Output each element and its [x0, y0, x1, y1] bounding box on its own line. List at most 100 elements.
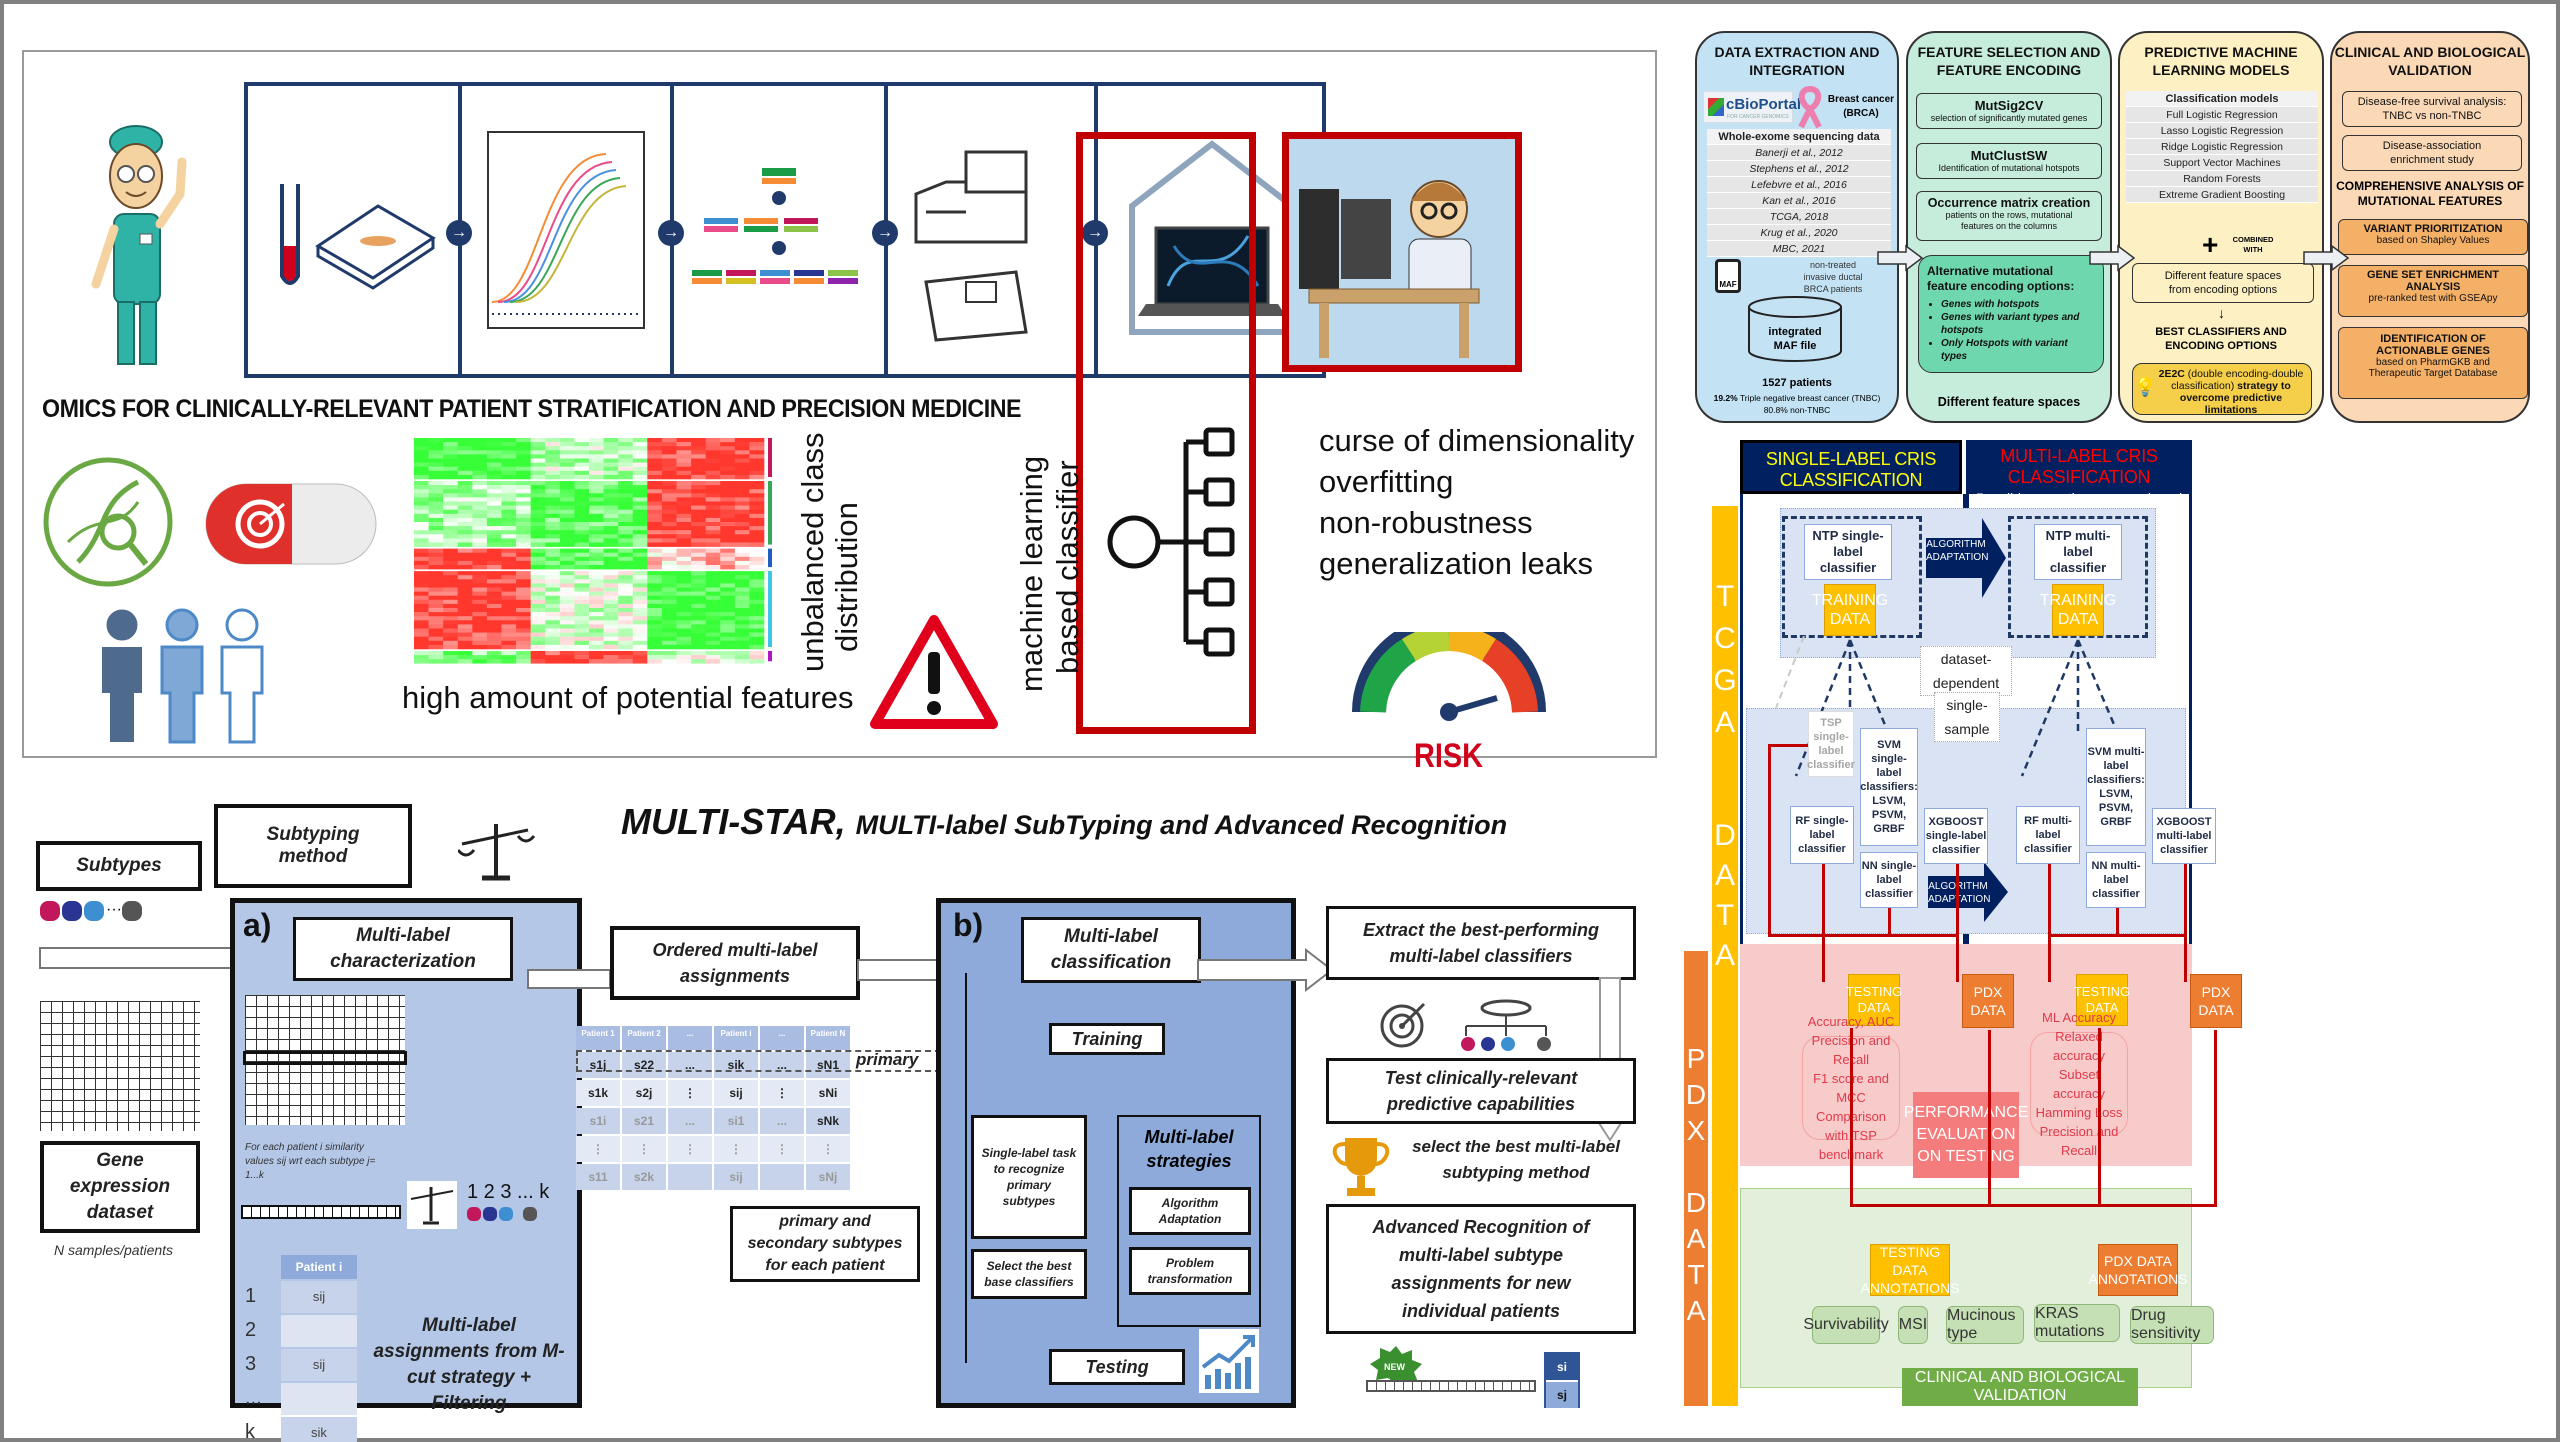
heatmap-cell — [414, 470, 429, 476]
heatmap-cell — [661, 599, 677, 605]
heatmap-cell — [530, 620, 546, 625]
analysis-actionable-genes: IDENTIFICATION OF ACTIONABLE GENES based… — [2338, 327, 2528, 399]
matrix-cell: ⋮ — [760, 1080, 804, 1106]
heatmap-cell — [720, 640, 736, 646]
matrix-header: Patient i — [714, 1026, 758, 1050]
pipeline-arrow-icon: → — [446, 220, 472, 246]
heatmap-cell — [618, 552, 634, 558]
down-arrow-icon: ↓ — [2218, 305, 2225, 321]
heatmap-cell — [443, 522, 459, 527]
heatmap-cell — [428, 575, 444, 580]
heatmap-cell — [749, 470, 765, 476]
heatmap-cell — [734, 538, 750, 543]
reference-row: MBC, 2021 — [1707, 241, 1891, 257]
heatmap-cell — [705, 509, 721, 515]
heatmap-cell — [734, 481, 750, 486]
section-a-panel: a) Multi-label characterization For each… — [230, 898, 582, 1442]
heatmap-cell — [559, 462, 575, 467]
heatmap-cell — [676, 458, 692, 463]
heatmap-cell — [516, 579, 531, 584]
heatmap-cell — [734, 438, 750, 443]
heatmap-cell — [661, 526, 677, 531]
heatmap-cell — [618, 542, 634, 547]
heatmap-cell — [749, 560, 765, 566]
heatmap-cell — [661, 583, 677, 588]
heatmap-cell — [632, 612, 648, 617]
matrix-cell — [668, 1164, 712, 1190]
heatmap-cell — [457, 587, 473, 592]
heatmap-cell — [559, 608, 575, 613]
heatmap-cell — [632, 454, 648, 459]
heatmap-cell — [618, 470, 634, 476]
matrix-cell: ... — [760, 1108, 804, 1134]
heatmap-cell — [647, 579, 663, 584]
heatmap-cell — [603, 591, 619, 596]
connector-line — [1850, 1028, 1853, 1206]
heatmap-cell — [428, 595, 444, 601]
heatmap-cell — [530, 560, 546, 566]
algorithm-adaptation-arrow — [1928, 862, 2008, 922]
heatmap-cell — [734, 493, 750, 498]
stage-title: DATA EXTRACTION AND INTEGRATION — [1714, 44, 1880, 78]
heatmap-cell — [559, 450, 575, 455]
heatmap-cell — [443, 509, 459, 515]
heatmap-cell — [574, 526, 590, 531]
heatmap-cell — [457, 450, 473, 455]
heatmap-cell — [618, 481, 634, 486]
heatmap-cell — [691, 632, 706, 637]
heatmap-cell — [734, 526, 750, 531]
heatmap-cell — [618, 517, 634, 523]
heatmap-cell — [734, 548, 750, 553]
heatmap-cell — [603, 522, 619, 527]
heatmap-cell — [414, 603, 429, 609]
heatmap-cell — [691, 450, 706, 455]
heatmap-cell — [720, 454, 736, 459]
heatmap-cell — [749, 497, 765, 502]
heatmap-cell — [457, 659, 473, 664]
heatmap-cell — [632, 505, 648, 510]
target-hierarchy-icon — [1380, 999, 1551, 1051]
heatmap-cell — [559, 538, 575, 543]
heatmap-cell — [516, 438, 531, 443]
flow-arrow-icon — [2089, 244, 2136, 272]
heatmap-cell — [428, 608, 444, 613]
heatmap-cell — [443, 632, 459, 637]
heatmap-cell — [618, 497, 634, 502]
heatmap-cell — [545, 612, 561, 617]
heatmap-cell — [472, 548, 488, 553]
heatmap-cell — [574, 552, 590, 558]
heatmap-cell — [691, 628, 706, 633]
heatmap-cell — [472, 632, 488, 637]
heatmap-cell — [618, 450, 634, 455]
heatmap-cell — [661, 542, 677, 547]
patient-row: 2 — [245, 1315, 357, 1347]
heatmap-cell — [545, 603, 561, 609]
heatmap-cell — [632, 587, 648, 592]
heatmap-cell — [428, 560, 444, 566]
heatmap-cell — [516, 505, 531, 510]
heatmap-cell — [734, 485, 750, 490]
heatmap-cell — [661, 497, 677, 502]
blood-tube-slide-icon — [280, 184, 436, 290]
heatmap-cell — [428, 466, 444, 472]
heatmap-cell — [705, 530, 721, 535]
heatmap-cell — [486, 534, 502, 539]
class-bar — [768, 438, 772, 477]
subtyping-method-box: Subtyping method — [214, 804, 412, 888]
encoding-option: Genes with hotspots — [1941, 298, 2095, 311]
heatmap-cell — [486, 587, 502, 592]
nn-multi-label-classifier: NN multi-label classifier — [2086, 852, 2146, 908]
analyst-highlight-frame — [1282, 132, 1522, 372]
balance-scale-icon — [458, 824, 536, 881]
heatmap-cell — [603, 505, 619, 510]
heatmap-cell — [516, 548, 531, 553]
heatmap-cell — [530, 538, 546, 543]
heatmap-cell — [705, 603, 721, 609]
heatmap-cell — [647, 595, 663, 601]
selected-patient-row — [243, 1051, 407, 1065]
heatmap-cell — [720, 587, 736, 592]
heatmap-cell — [749, 522, 765, 527]
heatmap-cell — [676, 636, 692, 642]
heatmap-cell — [705, 505, 721, 510]
heatmap-cell — [530, 608, 546, 613]
